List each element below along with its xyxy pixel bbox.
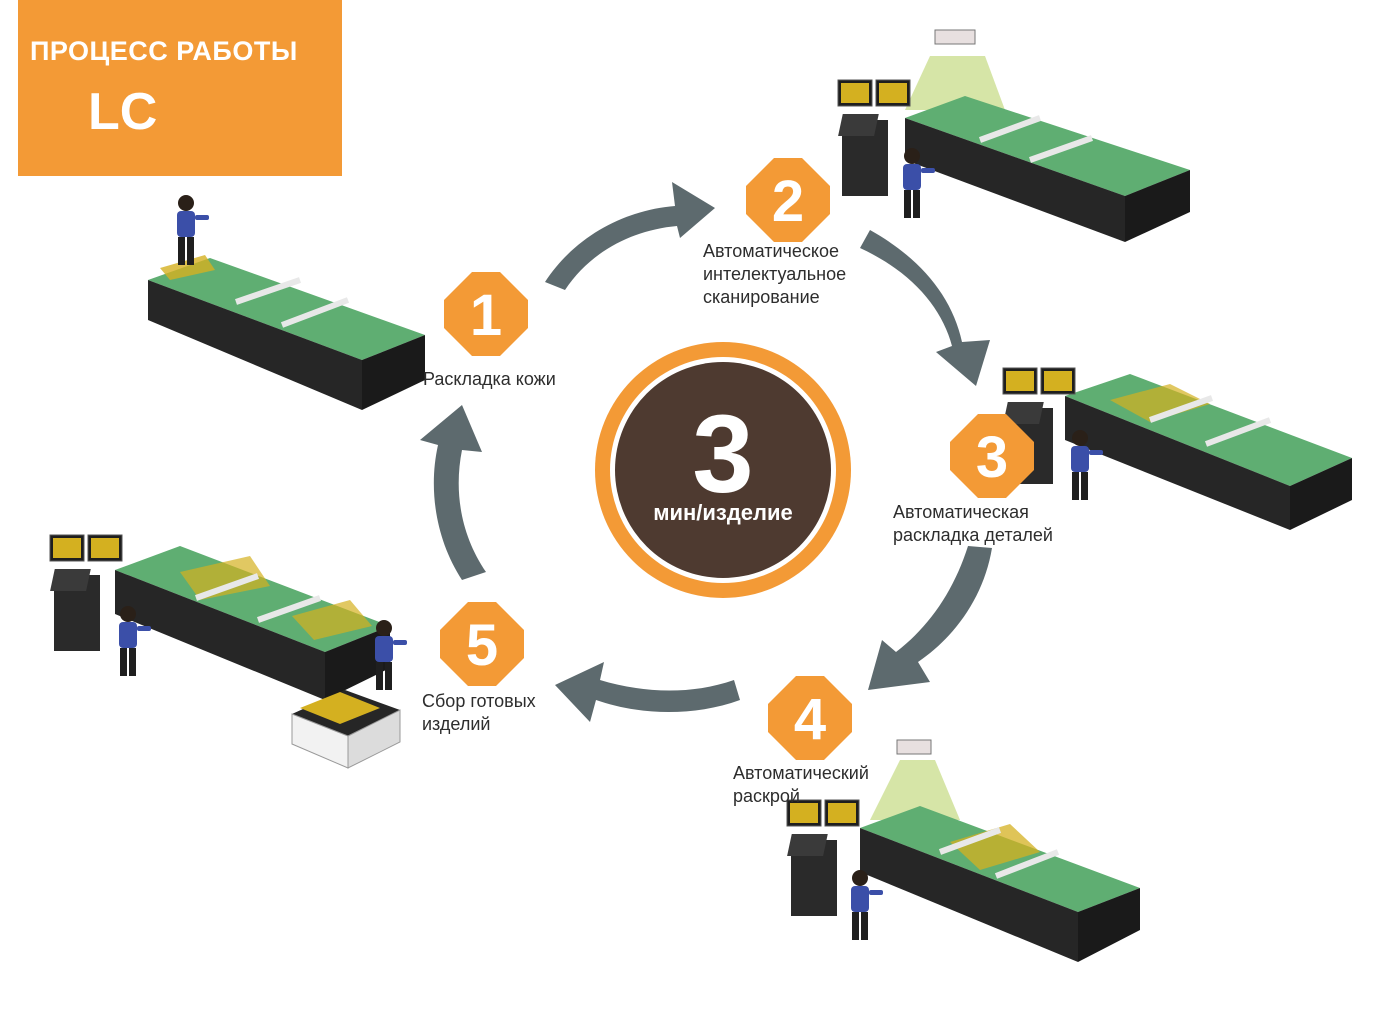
machine-step-1 — [148, 195, 425, 410]
machine-step-5 — [49, 534, 407, 769]
step-badge-5 — [440, 602, 524, 686]
center-number: 3 — [692, 393, 753, 516]
title-line-1: ПРОЦЕСС РАБОТЫ — [30, 36, 298, 66]
step-2-label-line-2: интелектуальное — [703, 264, 847, 284]
step-label-2: Автоматическое интелектуальное сканирова… — [703, 240, 846, 309]
step-badge-3 — [950, 414, 1034, 498]
step-label-4: Автоматический раскрой — [733, 762, 869, 808]
step-2-label-line-1: Автоматическое — [703, 241, 840, 261]
step-number-4: 4 — [794, 687, 826, 752]
step-2-label-line-3: сканирование — [703, 287, 820, 307]
center-unit: мин/изделие — [653, 500, 793, 525]
step-number-2: 2 — [772, 169, 804, 234]
step-3-label-line-2: раскладка деталей — [893, 525, 1053, 545]
arrow-1-to-2 — [545, 182, 715, 290]
center-badge — [595, 342, 851, 598]
machine-step-2 — [837, 29, 1190, 242]
arrow-2-to-3 — [860, 230, 990, 386]
step-badge-2 — [746, 158, 830, 242]
step-label-1: Раскладка кожи — [423, 368, 556, 391]
step-badge-4 — [768, 676, 852, 760]
step-5-label-line-1: Сбор готовых — [422, 691, 536, 711]
arrow-4-to-5 — [555, 662, 740, 722]
cycle-arrows — [420, 182, 992, 722]
step-1-label-line-1: Раскладка кожи — [423, 369, 556, 389]
arrow-5-to-1 — [420, 405, 486, 580]
machine-step-3 — [1002, 367, 1352, 530]
arrow-3-to-4 — [868, 546, 992, 690]
machine-step-4 — [786, 739, 1140, 962]
step-3-label-line-1: Автоматическая — [893, 502, 1029, 522]
title-line-2: LC — [88, 83, 158, 141]
step-5-label-line-2: изделий — [422, 714, 491, 734]
step-label-5: Сбор готовых изделий — [422, 690, 536, 736]
step-label-3: Автоматическая раскладка деталей — [893, 501, 1053, 547]
step-number-1: 1 — [470, 283, 502, 348]
step-badge-1 — [444, 272, 528, 356]
step-4-label-line-2: раскрой — [733, 786, 800, 806]
step-number-5: 5 — [466, 613, 498, 678]
step-number-3: 3 — [976, 425, 1008, 490]
step-4-label-line-1: Автоматический — [733, 763, 869, 783]
title-box: ПРОЦЕСС РАБОТЫ LC — [18, 0, 342, 176]
